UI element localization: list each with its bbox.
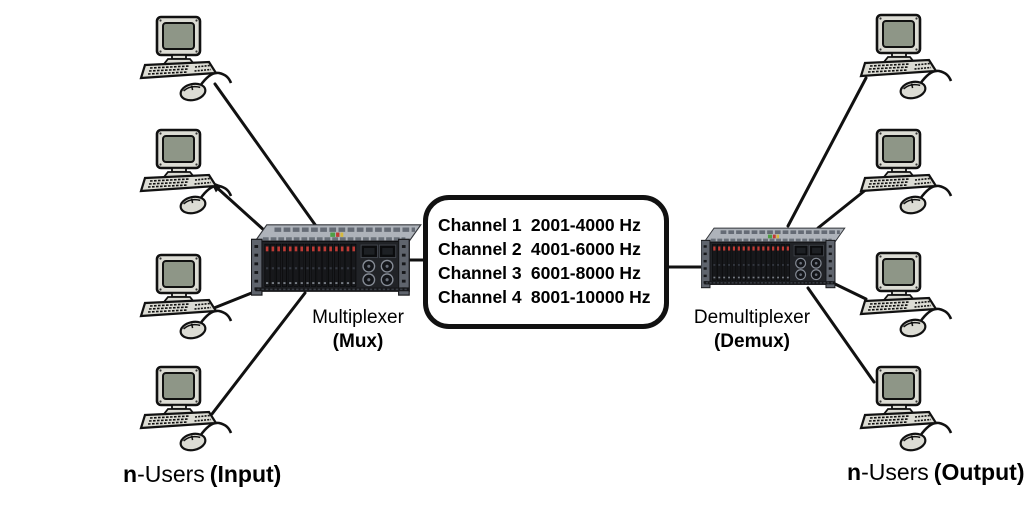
demux-label: Demultiplexer (Demux) [672, 306, 832, 354]
link-demux-output-pc2 [816, 186, 870, 230]
computer-icon-output-4 [859, 365, 953, 454]
channel-range: 2001-4000 Hz [530, 215, 641, 235]
link-input-pc2-mux [212, 183, 267, 233]
channel-range: 6001-8000 Hz [530, 263, 641, 283]
link-input-pc4-mux [210, 291, 307, 416]
demux-abbrev: (Demux) [713, 331, 790, 352]
demux-name: Demultiplexer [693, 307, 811, 328]
link-demux-output-pc1 [786, 76, 868, 228]
computer-icon-input-3 [139, 253, 233, 342]
link-demux-output-pc4 [806, 286, 876, 384]
mux-label: Multiplexer (Mux) [283, 306, 433, 354]
mux-name: Multiplexer [312, 307, 404, 328]
channel-range: 4001-6000 Hz [530, 239, 641, 259]
channel-row-4: Channel 4 8001-10000 Hz [438, 285, 664, 309]
input-paren: (Input) [209, 461, 282, 487]
output-n: n [847, 459, 862, 485]
channel-name: Channel 4 [438, 287, 522, 307]
channel-box: Channel 1 2001-4000 Hz Channel 2 4001-60… [423, 195, 669, 329]
computer-icon-output-3 [859, 251, 953, 340]
input-users-label: n-Users(Input) [123, 461, 281, 488]
channel-name: Channel 1 [438, 215, 522, 235]
channel-name: Channel 3 [438, 263, 522, 283]
computer-icon-output-2 [859, 128, 953, 217]
link-input-pc1-mux [213, 82, 318, 228]
link-demux-output-pc3 [831, 281, 868, 301]
channel-row-1: Channel 1 2001-4000 Hz [438, 213, 664, 237]
computer-icon-input-2 [139, 128, 233, 217]
output-paren: (Output) [933, 459, 1024, 485]
output-users: -Users [861, 459, 929, 485]
mux-device-image [251, 225, 420, 295]
demux-device-image [701, 228, 845, 288]
connection-lines [210, 76, 876, 416]
input-n: n [123, 461, 138, 487]
mux-abbrev: (Mux) [332, 331, 384, 352]
channel-range: 8001-10000 Hz [530, 287, 651, 307]
input-users: -Users [137, 461, 205, 487]
computer-icon-input-4 [139, 365, 233, 454]
output-users-label: n-Users(Output) [847, 459, 1024, 486]
channel-row-3: Channel 3 6001-8000 Hz [438, 261, 664, 285]
channel-row-2: Channel 2 4001-6000 Hz [438, 237, 664, 261]
computer-icon-output-1 [859, 13, 953, 102]
channel-name: Channel 2 [438, 239, 522, 259]
